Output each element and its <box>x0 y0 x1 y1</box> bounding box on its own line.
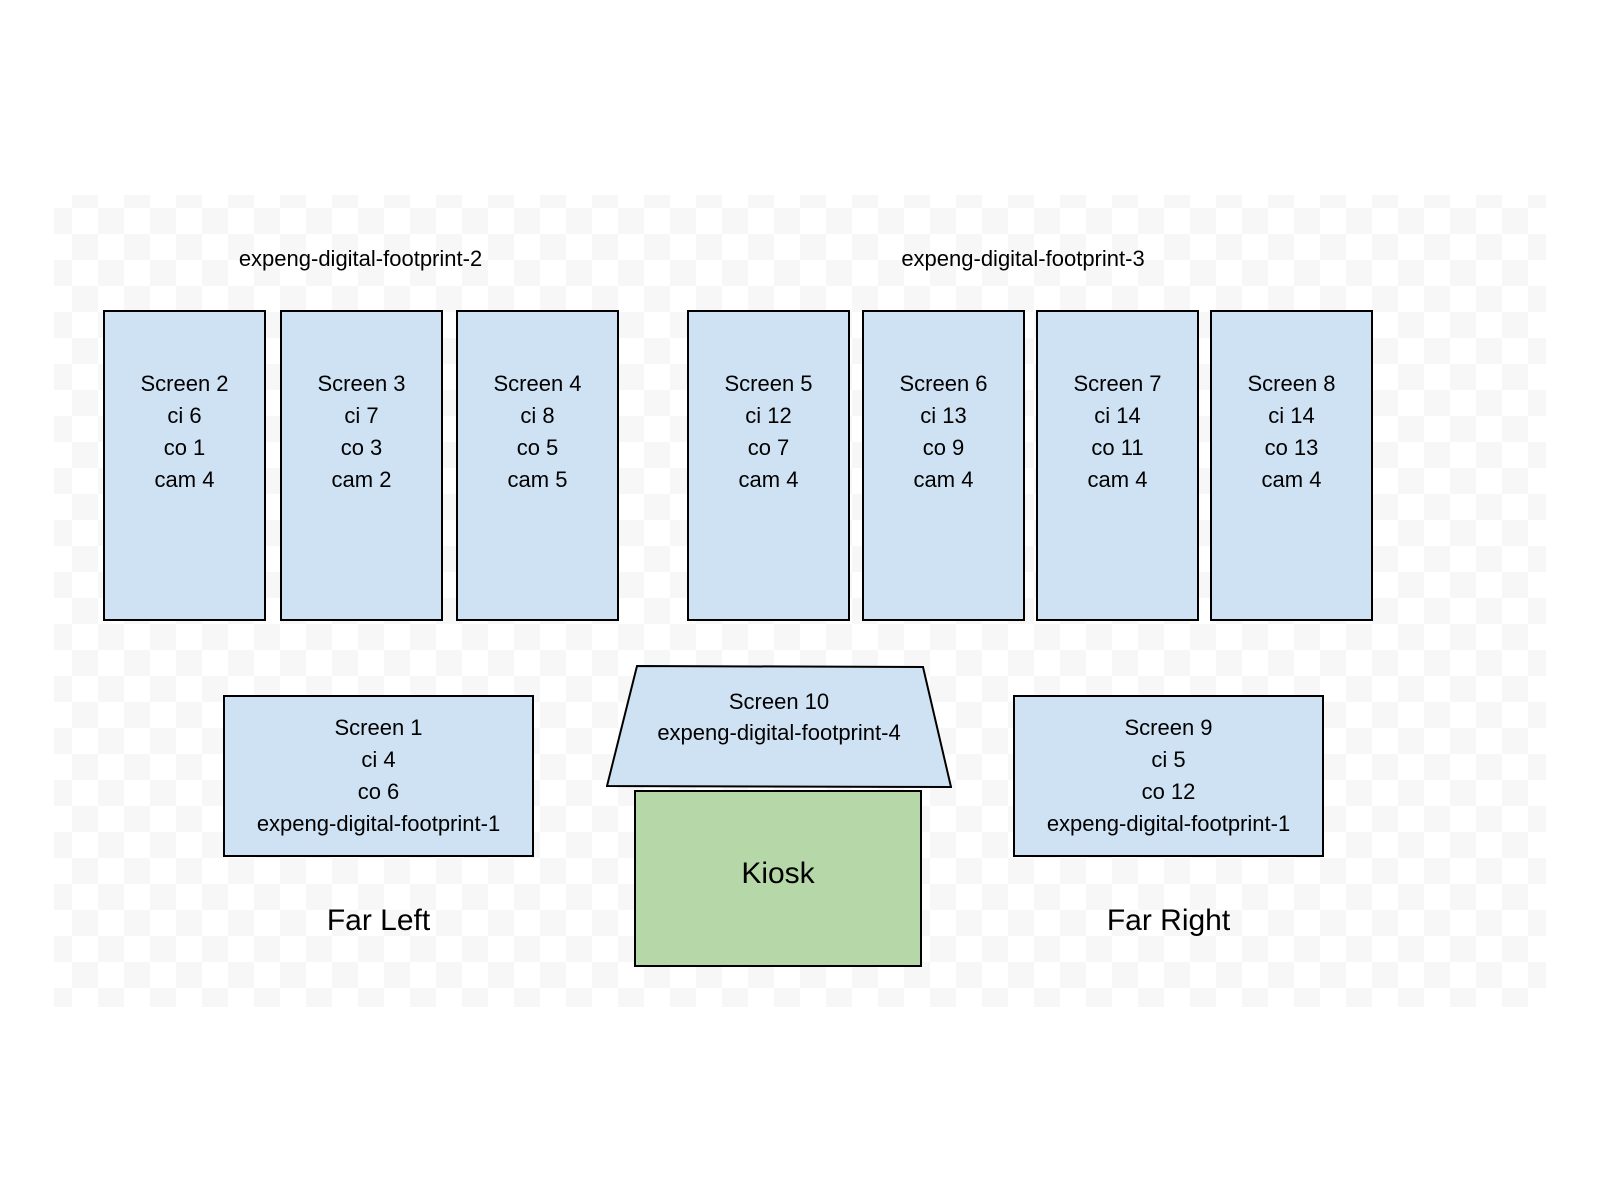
screen-9-box: Screen 9 ci 5 co 12 expeng-digital-footp… <box>1013 695 1324 857</box>
screen-2-box: Screen 2 ci 6 co 1 cam 4 <box>103 310 266 621</box>
screen-6-box: Screen 6 ci 13 co 9 cam 4 <box>862 310 1025 621</box>
screen-7-box: Screen 7 ci 14 co 11 cam 4 <box>1036 310 1199 621</box>
screen-4-box: Screen 4 ci 8 co 5 cam 5 <box>456 310 619 621</box>
screen-footprint-label: expeng-digital-footprint-1 <box>1046 811 1291 836</box>
screen-title-label: Screen 10 <box>728 689 830 714</box>
screen-title-label: Screen 8 <box>1247 371 1336 396</box>
screen-title-label: Screen 6 <box>899 371 988 396</box>
screen-ci-label: ci 12 <box>745 403 792 428</box>
kiosk-label: Kiosk <box>741 856 815 890</box>
screen-10-trapezoid: Screen 10 expeng-digital-footprint-4 <box>606 665 952 789</box>
screen-8-box: Screen 8 ci 14 co 13 cam 4 <box>1210 310 1373 621</box>
screen-title-label: Screen 7 <box>1073 371 1162 396</box>
screen-footprint-label: expeng-digital-footprint-4 <box>657 720 901 745</box>
screen-ci-label: ci 8 <box>520 403 555 428</box>
screen-co-label: co 7 <box>747 435 790 460</box>
screen-title-label: Screen 3 <box>317 371 406 396</box>
group-label-footprint-3: expeng-digital-footprint-3 <box>901 246 1145 271</box>
screen-1-box: Screen 1 ci 4 co 6 expeng-digital-footpr… <box>223 695 534 857</box>
screen-co-label: co 13 <box>1264 435 1319 460</box>
screen-cam-label: cam 2 <box>331 467 392 492</box>
screen-cam-label: cam 5 <box>507 467 568 492</box>
screen-title-label: Screen 2 <box>140 371 229 396</box>
screen-footprint-label: expeng-digital-footprint-1 <box>256 811 501 836</box>
screen-cam-label: cam 4 <box>1087 467 1148 492</box>
screen-co-label: co 3 <box>340 435 383 460</box>
far-left-label: Far Left <box>326 904 431 937</box>
screen-cam-label: cam 4 <box>913 467 974 492</box>
group-label-footprint-2: expeng-digital-footprint-2 <box>238 246 483 271</box>
screen-title-label: Screen 1 <box>334 715 423 740</box>
trapezoid-shape <box>606 665 952 789</box>
screen-10-text: Screen 10 expeng-digital-footprint-4 <box>606 686 952 748</box>
screen-co-label: co 11 <box>1091 435 1144 460</box>
screen-ci-label: ci 14 <box>1094 403 1141 428</box>
screen-co-label: co 12 <box>1141 779 1196 804</box>
screen-ci-label: ci 7 <box>344 403 379 428</box>
screen-ci-label: ci 5 <box>1151 747 1186 772</box>
far-right-label: Far Right <box>1106 904 1231 937</box>
screen-cam-label: cam 4 <box>1261 467 1322 492</box>
screen-5-box: Screen 5 ci 12 co 7 cam 4 <box>687 310 850 621</box>
screen-co-label: co 1 <box>163 435 206 460</box>
screen-cam-label: cam 4 <box>154 467 215 492</box>
screen-co-label: co 5 <box>516 435 559 460</box>
screen-title-label: Screen 4 <box>493 371 582 396</box>
screen-ci-label: ci 13 <box>920 403 967 428</box>
screen-3-box: Screen 3 ci 7 co 3 cam 2 <box>280 310 443 621</box>
screen-title-label: Screen 9 <box>1124 715 1213 740</box>
screen-ci-label: ci 6 <box>167 403 202 428</box>
screen-co-label: co 6 <box>357 779 400 804</box>
screen-title-label: Screen 5 <box>724 371 813 396</box>
kiosk-box: Kiosk <box>634 790 922 967</box>
screen-ci-label: ci 14 <box>1268 403 1315 428</box>
screen-cam-label: cam 4 <box>738 467 799 492</box>
screen-co-label: co 9 <box>922 435 965 460</box>
screen-ci-label: ci 4 <box>361 747 396 772</box>
